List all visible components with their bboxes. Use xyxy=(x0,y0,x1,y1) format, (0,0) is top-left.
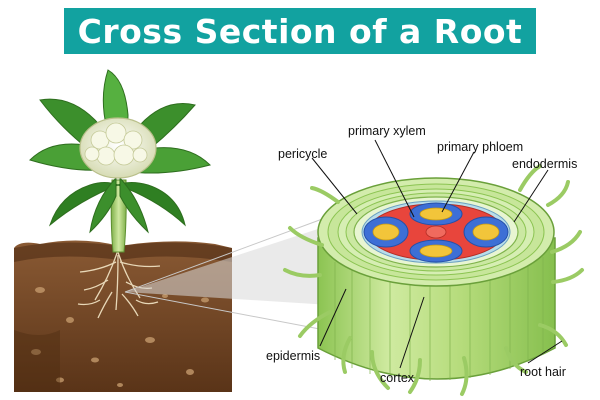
label-endodermis: endodermis xyxy=(512,157,577,171)
label-pericycle: pericycle xyxy=(278,147,327,161)
phloem-bundles xyxy=(363,202,509,263)
label-epidermis: epidermis xyxy=(266,349,320,363)
cauliflower-head xyxy=(79,117,157,179)
labels: primary xylem pericycle primary phloem e… xyxy=(266,124,577,385)
root-hairs xyxy=(283,164,584,396)
label-primary-phloem: primary phloem xyxy=(437,140,523,154)
page-title: Cross Section of a Root xyxy=(64,8,536,54)
label-primary-xylem: primary xylem xyxy=(348,124,426,138)
label-root-hair: root hair xyxy=(520,365,566,379)
label-cortex: cortex xyxy=(380,371,415,385)
root-cylinder xyxy=(317,177,556,381)
leaves xyxy=(29,69,211,234)
leader-lines xyxy=(311,139,563,369)
